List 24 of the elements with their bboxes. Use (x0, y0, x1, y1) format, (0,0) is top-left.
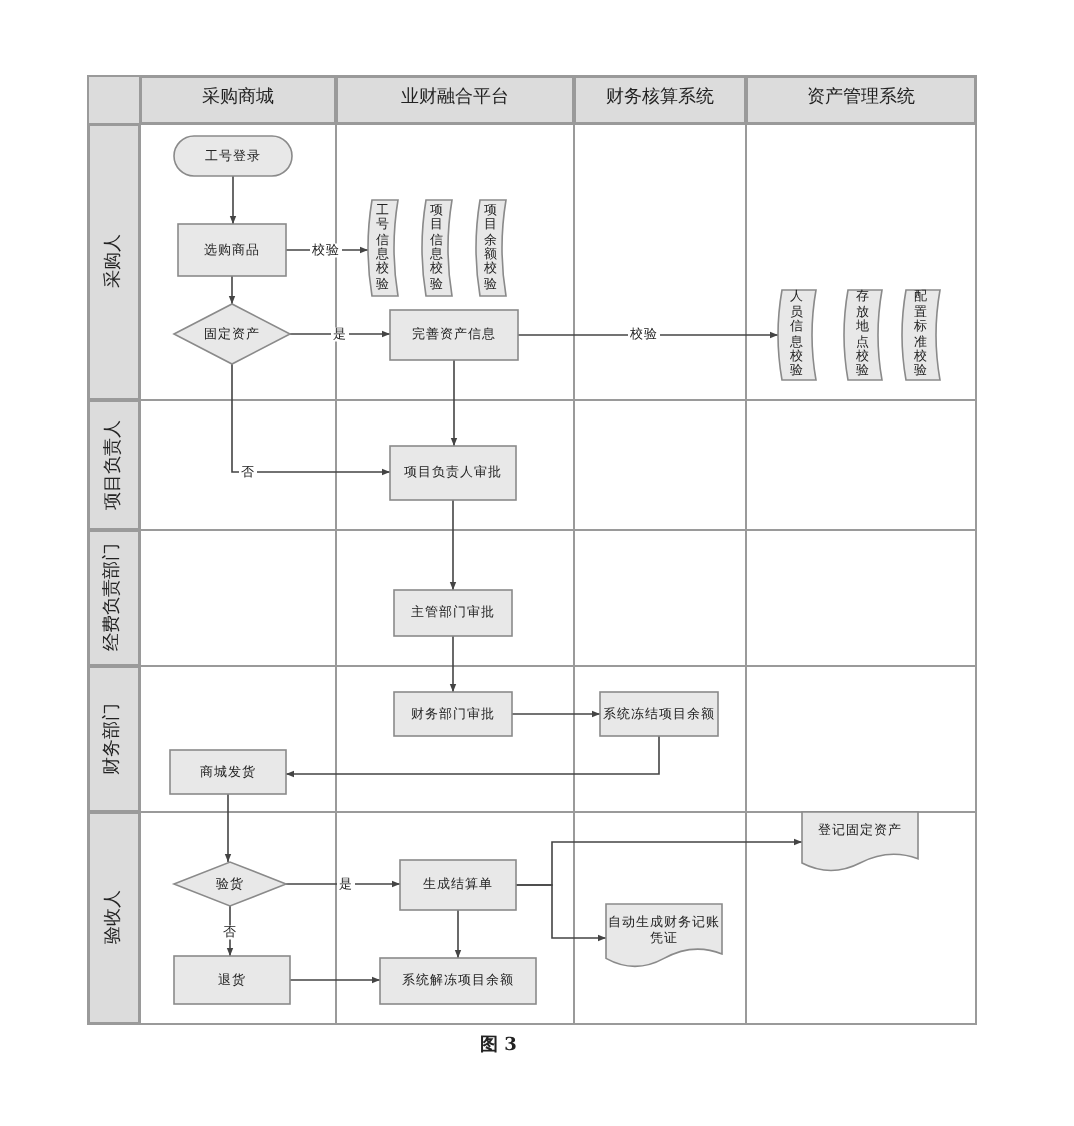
arrow (289, 976, 381, 984)
arrow (231, 363, 391, 476)
arrow (449, 499, 457, 591)
lane-header: 财务部门 (88, 666, 140, 812)
lane-header: 业财融合平台 (336, 76, 574, 124)
arrow (285, 880, 401, 888)
arrow (228, 275, 236, 305)
lane-header: 验收人 (88, 812, 140, 1024)
lane-header: 资产管理系统 (746, 76, 976, 124)
arrow (224, 793, 232, 863)
arrow (515, 838, 803, 886)
arrow (517, 331, 779, 339)
arrow (229, 175, 237, 225)
figure-caption: 图 3 (480, 1033, 517, 1058)
lane-header: 经费负责部门 (88, 530, 140, 666)
lane-header: 项目负责人 (88, 400, 140, 530)
arrow (511, 710, 601, 718)
arrow (449, 635, 457, 693)
lane-header: 采购商城 (140, 76, 336, 124)
lane-header: 采购人 (88, 124, 140, 400)
arrow (450, 359, 458, 447)
arrow (454, 909, 462, 959)
arrow (285, 735, 660, 778)
lane-header: 财务核算系统 (574, 76, 746, 124)
